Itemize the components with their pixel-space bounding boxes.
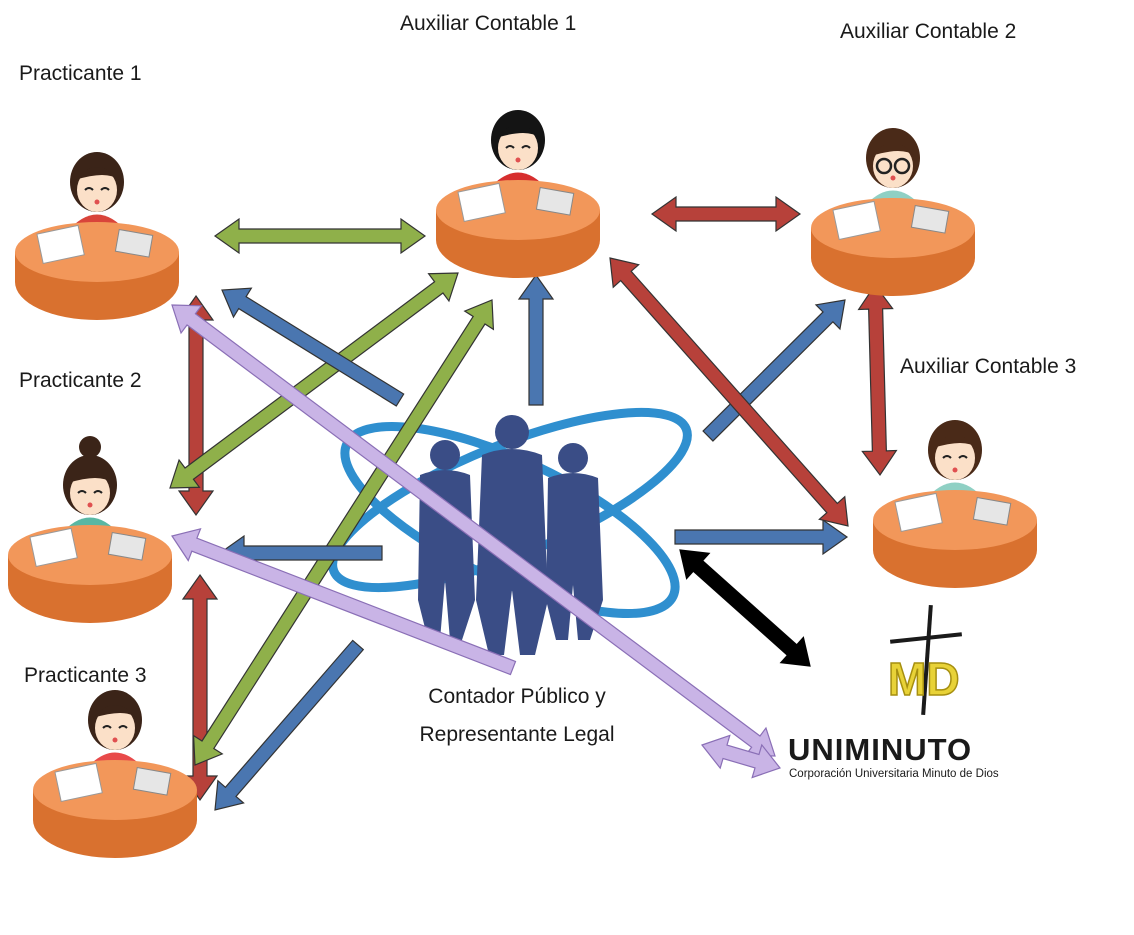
arrow-blue-one-way (674, 518, 849, 556)
label-contador-line2: Representante Legal (419, 723, 615, 746)
arrow-black-two-way (679, 549, 811, 667)
auxiliar-1-desk-icon (436, 110, 600, 278)
cross-icon (889, 604, 963, 716)
arrow-red-two-way (650, 195, 802, 233)
businessmen-icon (418, 415, 603, 655)
arrow-blue-one-way (214, 639, 365, 811)
arrow-red-two-way (857, 283, 898, 477)
arrow-red-two-way (181, 573, 219, 802)
logo-tagline: Corporación Universitaria Minuto de Dios (789, 768, 999, 780)
arrow-lavender-two-way (701, 734, 781, 779)
label-auxiliar-1: Auxiliar Contable 1 (400, 12, 577, 35)
label-practicante-3: Practicante 3 (24, 664, 147, 687)
auxiliar-3-desk-icon (873, 420, 1037, 588)
arrow-lavender-two-way (171, 304, 776, 757)
arrow-green-two-way (213, 217, 427, 255)
practicante-3-desk-icon (33, 690, 197, 858)
practicante-1-desk-icon (15, 152, 179, 320)
logo-monogram: MD (888, 653, 960, 705)
label-practicante-2: Practicante 2 (19, 369, 142, 392)
arrow-green-two-way (192, 299, 495, 766)
practicante-2-desk-icon (8, 436, 172, 623)
people-layer (8, 110, 1037, 858)
arrow-blue-one-way (702, 299, 846, 442)
arrows-layer (169, 195, 898, 811)
arrow-lavender-one-way (171, 527, 517, 676)
arrow-blue-one-way (221, 287, 405, 407)
label-auxiliar-2: Auxiliar Contable 2 (840, 20, 1017, 43)
arrow-blue-one-way (517, 273, 555, 406)
label-contador: Contador Público y Representante Legal (367, 678, 667, 754)
logo-wordmark: UNIMINUTO (788, 732, 972, 767)
auxiliar-2-desk-icon (811, 128, 975, 296)
uniminuto-logo: MD UNIMINUTO Corporación Universitaria M… (788, 604, 999, 780)
arrow-red-two-way (609, 257, 849, 527)
label-contador-line1: Contador Público y (428, 685, 606, 708)
label-practicante-1: Practicante 1 (19, 62, 142, 85)
label-auxiliar-3: Auxiliar Contable 3 (900, 355, 1077, 378)
arrow-green-two-way (169, 272, 459, 489)
